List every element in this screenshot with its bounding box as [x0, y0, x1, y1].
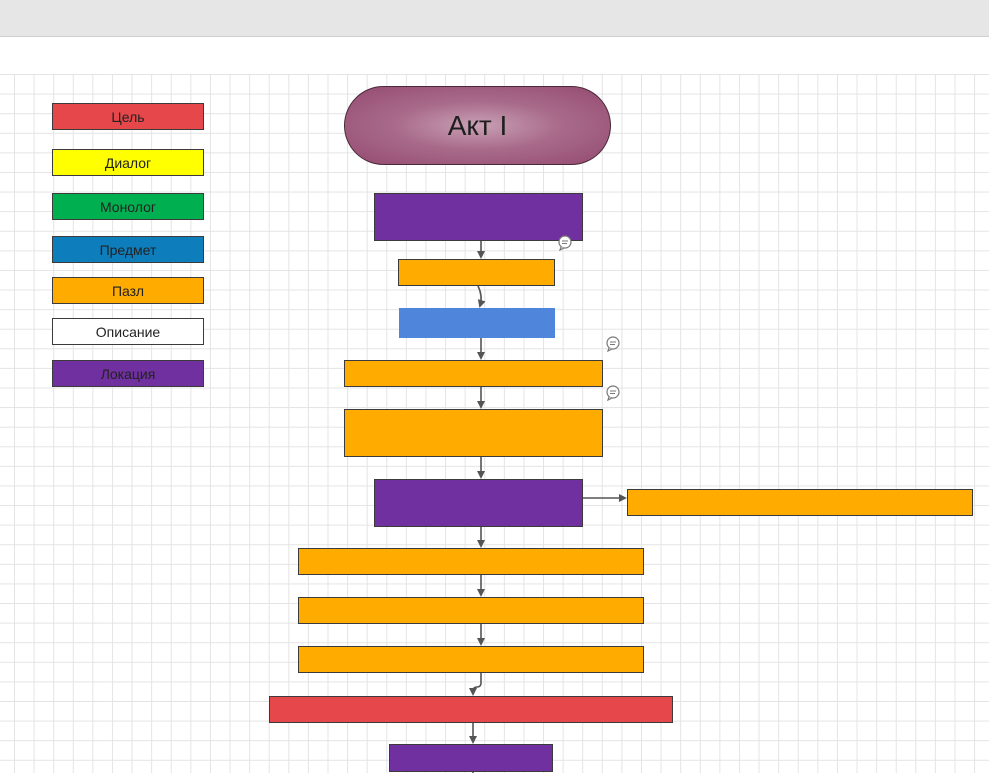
act-title-node[interactable]: Акт I — [344, 86, 611, 165]
puzzle-node[interactable] — [344, 409, 603, 457]
legend-label: Пазл — [111, 282, 145, 299]
legend-item-puzzle[interactable]: Пазл — [52, 277, 204, 304]
legend-item-description[interactable]: Описание — [52, 318, 204, 345]
puzzle-node[interactable] — [398, 259, 555, 286]
comment-icon[interactable] — [557, 235, 573, 251]
top-toolbar — [0, 0, 989, 37]
legend-item-item[interactable]: Предмет — [52, 236, 204, 263]
legend-label: Описание — [95, 323, 161, 340]
legend-label: Диалог — [104, 154, 152, 171]
legend-label: Цель — [111, 108, 145, 125]
puzzle-node[interactable] — [298, 548, 644, 575]
legend-item-dialog[interactable]: Диалог — [52, 149, 204, 176]
location-node[interactable] — [389, 744, 553, 772]
legend-item-goal[interactable]: Цель — [52, 103, 204, 130]
act-title: Акт I — [447, 109, 508, 141]
puzzle-node[interactable] — [627, 489, 973, 516]
legend-item-location[interactable]: Локация — [52, 360, 204, 387]
location-node[interactable] — [374, 479, 583, 527]
legend-label: Предмет — [99, 241, 157, 258]
goal-node[interactable] — [269, 696, 673, 723]
comment-icon[interactable] — [605, 385, 621, 401]
puzzle-node[interactable] — [298, 597, 644, 624]
puzzle-node[interactable] — [344, 360, 603, 387]
comment-icon[interactable] — [605, 336, 621, 352]
legend-label: Монолог — [99, 198, 157, 215]
legend-item-monologue[interactable]: Монолог — [52, 193, 204, 220]
location-node[interactable] — [374, 193, 583, 241]
puzzle-node[interactable] — [298, 646, 644, 673]
secondary-toolbar — [0, 37, 989, 74]
legend-label: Локация — [100, 365, 156, 382]
light-blue-node[interactable] — [399, 308, 555, 338]
